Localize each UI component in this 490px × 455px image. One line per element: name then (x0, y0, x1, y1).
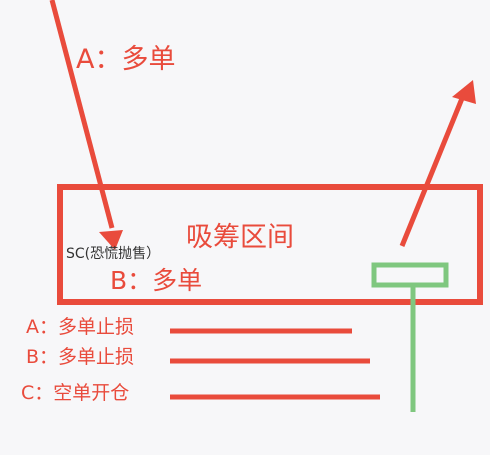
legend-a-long-stop: A：多单止损 (26, 316, 134, 338)
breakout-arrow-head (452, 80, 476, 104)
downward-arrow-head (99, 230, 123, 250)
label-selling-climax: SC(恐慌抛售） (66, 246, 161, 262)
label-a-long: A：多单 (76, 44, 176, 75)
green-marker-box (371, 262, 449, 288)
legend-c-short-open: C：空单开仓 (21, 382, 130, 404)
label-accumulation-zone: 吸筹区间 (186, 222, 294, 253)
label-b-long: B：多单 (110, 266, 203, 295)
breakout-arrow-line (399, 95, 466, 247)
downward-arrow-line (49, 0, 115, 229)
accumulation-zone-box (57, 184, 483, 305)
legend-b-long-stop: B：多单止损 (26, 346, 135, 368)
